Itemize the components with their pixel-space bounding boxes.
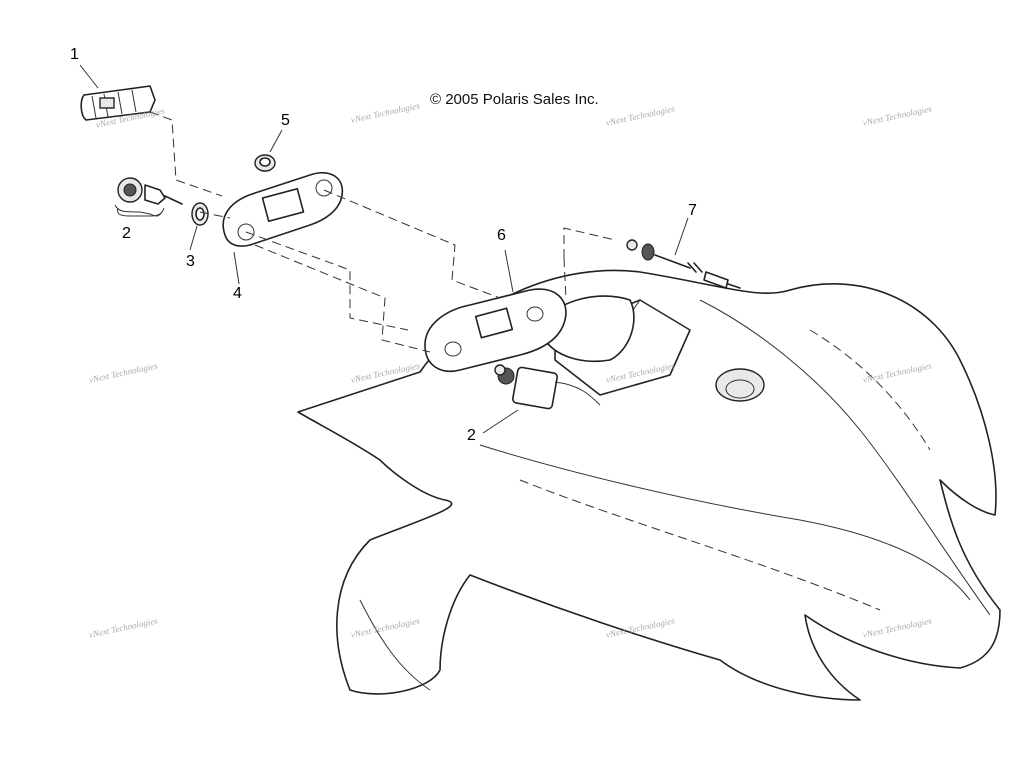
keyswitch-with-key (114, 177, 183, 217)
callout-2-keyswitch: 2 (122, 225, 131, 242)
light-housing (80, 85, 156, 121)
callout-2-installed: 2 (467, 427, 476, 444)
nut (191, 202, 209, 226)
grommet (254, 154, 276, 172)
callout-5: 5 (281, 112, 290, 129)
ignition-switch-installed (494, 364, 601, 410)
callout-6: 6 (497, 227, 506, 244)
callout-7: 7 (688, 202, 697, 219)
leader-lines (149, 111, 616, 353)
bulb-socket-assembly (626, 239, 741, 289)
callout-4: 4 (233, 285, 242, 302)
copyright-text: © 2005 Polaris Sales Inc. (430, 91, 599, 108)
callout-1: 1 (70, 46, 79, 63)
callout-leaders (79, 64, 689, 434)
bezel-plate (222, 171, 344, 247)
dash-plate-installed (424, 288, 567, 372)
callout-3: 3 (186, 253, 195, 270)
front-fender (297, 269, 1001, 701)
